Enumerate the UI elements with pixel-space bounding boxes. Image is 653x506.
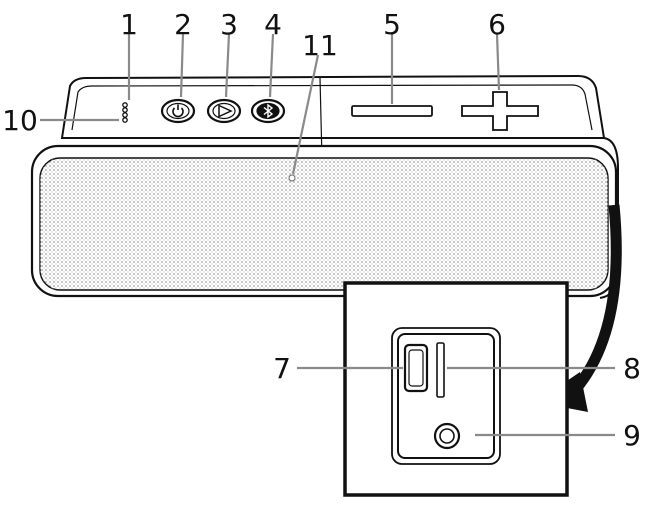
speaker-body xyxy=(30,74,619,299)
power-button[interactable] xyxy=(160,98,196,124)
callout-11: 11 xyxy=(302,29,338,62)
reset-slot xyxy=(436,342,445,398)
indicator-dots xyxy=(122,102,128,123)
callout-5: 5 xyxy=(383,8,401,41)
usb-port xyxy=(403,343,429,393)
callout-10: 10 xyxy=(2,104,38,137)
volume-down-button[interactable] xyxy=(351,105,433,117)
bluetooth-icon xyxy=(263,103,274,119)
volume-up-button[interactable] xyxy=(461,91,539,131)
port-detail-inset xyxy=(343,281,569,497)
callout-1: 1 xyxy=(120,8,138,41)
callout-4: 4 xyxy=(264,8,282,41)
callout-6: 6 xyxy=(488,8,506,41)
callout-9: 9 xyxy=(623,419,641,452)
play-icon xyxy=(218,104,233,118)
callout-2: 2 xyxy=(174,8,192,41)
callout-7: 7 xyxy=(273,352,291,385)
play-button[interactable] xyxy=(206,98,242,124)
power-icon xyxy=(172,104,184,118)
callout-numbers: 1 2 3 4 5 6 10 11 7 8 9 xyxy=(2,8,641,452)
plus-icon xyxy=(461,91,539,131)
callout-8: 8 xyxy=(623,352,641,385)
audio-jack xyxy=(433,422,461,450)
callout-3: 3 xyxy=(220,8,238,41)
minus-icon xyxy=(351,105,433,117)
leader-lines xyxy=(40,33,615,437)
bluetooth-button[interactable] xyxy=(250,98,286,124)
mic-hole xyxy=(288,174,296,182)
top-panel xyxy=(60,74,606,139)
